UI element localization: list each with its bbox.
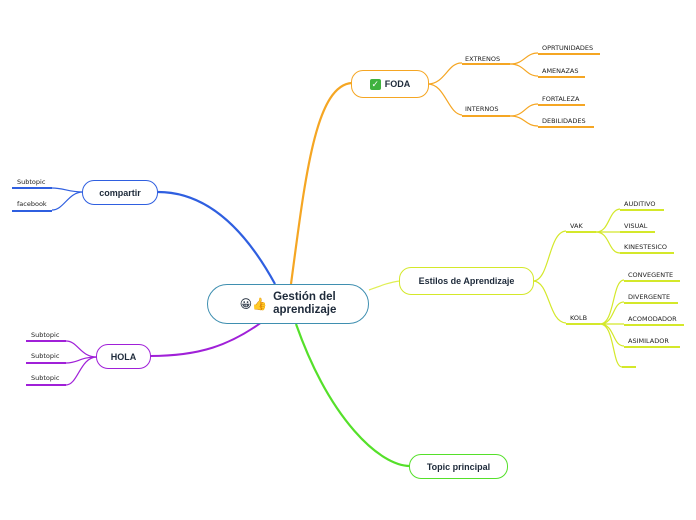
hola-sub-lines <box>26 340 98 386</box>
kolb-item-asimilador[interactable]: ASIMILADOR <box>628 337 669 345</box>
hola-label: HOLA <box>110 351 137 362</box>
foda-sub-lines <box>427 52 600 128</box>
branch-line-compartir <box>157 190 276 285</box>
estilos-group-kolb[interactable]: KOLB <box>570 314 588 322</box>
estilos-node[interactable]: Estilos de Aprendizaje <box>399 267 534 295</box>
topic-principal-node[interactable]: Topic principal <box>409 454 508 479</box>
estilos-group-vak[interactable]: VAK <box>570 222 583 230</box>
estilos-label: Estilos de Aprendizaje <box>418 276 515 286</box>
root-title: Gestión del aprendizaje <box>273 291 336 317</box>
branch-line-estilos <box>368 280 401 291</box>
foda-node[interactable]: ✓ FODA <box>351 70 429 98</box>
foda-item-debilidades[interactable]: DEBILIDADES <box>542 117 586 125</box>
foda-item-amenazas[interactable]: AMENAZAS <box>542 67 579 75</box>
branch-line-foda <box>289 81 353 285</box>
check-mark-icon: ✓ <box>369 78 381 90</box>
foda-item-oprtunidades[interactable]: OPRTUNIDADES <box>542 44 594 52</box>
compartir-item-facebook[interactable]: facebook <box>17 200 47 208</box>
hola-item-subtopic-2[interactable]: Subtopic <box>31 352 60 360</box>
vak-item-auditivo[interactable]: AUDITIVO <box>624 200 656 208</box>
compartir-item-subtopic[interactable]: Subtopic <box>17 178 46 186</box>
topic-principal-label: Topic principal <box>426 461 491 472</box>
hola-node[interactable]: HOLA <box>96 344 151 369</box>
kolb-item-divergente[interactable]: DIVERGENTE <box>628 293 671 301</box>
root-title-line2: aprendizaje <box>273 304 337 316</box>
foda-group-extrenos[interactable]: EXTRENOS <box>465 55 501 63</box>
foda-item-fortaleza[interactable]: FORTALEZA <box>542 95 580 103</box>
vak-item-visual[interactable]: VISUAL <box>624 222 648 230</box>
compartir-label: compartir <box>99 187 141 198</box>
vak-item-kinestesico[interactable]: KINESTESICO <box>624 243 668 251</box>
root-node[interactable]: 😀👍 Gestión del aprendizaje <box>207 284 369 324</box>
hola-item-subtopic-3[interactable]: Subtopic <box>31 374 60 382</box>
estilos-sub-lines <box>532 208 684 368</box>
root-title-line1: Gestión del <box>273 291 336 303</box>
compartir-sub-lines <box>12 187 84 212</box>
kolb-item-convegente[interactable]: CONVEGENTE <box>628 271 674 279</box>
branch-line-hola <box>149 321 263 357</box>
compartir-node[interactable]: compartir <box>82 180 158 205</box>
branch-line-topic <box>294 323 411 468</box>
hola-item-subtopic-1[interactable]: Subtopic <box>31 331 60 339</box>
kolb-item-acomodador[interactable]: ACOMODADOR <box>628 315 677 323</box>
emoji-icons: 😀👍 <box>239 296 268 311</box>
foda-group-internos[interactable]: INTERNOS <box>465 105 499 113</box>
foda-label: FODA <box>384 79 411 89</box>
